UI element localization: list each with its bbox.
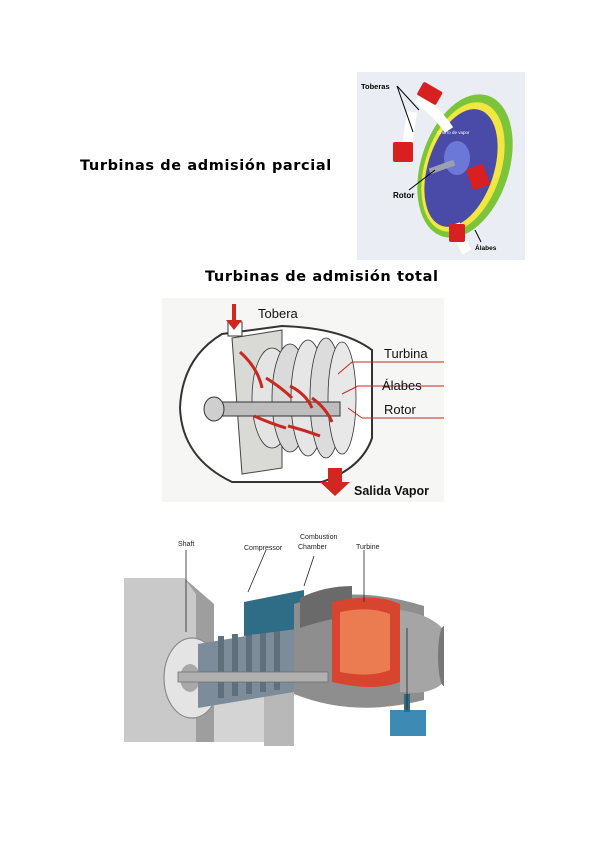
label-nozzle: Tobera	[258, 306, 299, 321]
total-admission-turbine-figure: Tobera Turbina Álabes Rotor Salida Vapor	[162, 298, 444, 502]
label-blades: Álabes	[475, 243, 497, 252]
label-compressor: Compressor	[244, 545, 283, 552]
partial-turbine-diagram: Toberas Chorro de vapor Rotor Álabes	[357, 72, 525, 260]
total-turbine-diagram: Tobera Turbina Álabes Rotor Salida Vapor	[162, 298, 444, 502]
label-rotor: Rotor	[393, 191, 414, 200]
caption-partial-admission: Turbinas de admisión parcial	[80, 158, 332, 174]
caption-total-admission: Turbinas de admisión total	[205, 269, 439, 285]
label-turbine: Turbina	[384, 346, 428, 361]
label-steam-jet: Chorro de vapor	[437, 130, 470, 135]
label-blades: Álabes	[382, 378, 422, 393]
label-turbine: Turbine	[356, 544, 380, 551]
partial-admission-turbine-figure: Toberas Chorro de vapor Rotor Álabes	[357, 72, 525, 260]
label-nozzles: Toberas	[361, 82, 390, 91]
label-steam-out: Salida Vapor	[354, 484, 429, 498]
label-combustion-1: Combustion	[300, 534, 337, 541]
label-rotor: Rotor	[384, 402, 416, 417]
gas-turbine-diagram: Shaft Compressor Combustion Chamber Turb…	[124, 532, 444, 748]
label-shaft: Shaft	[178, 541, 194, 548]
gas-turbine-figure: Shaft Compressor Combustion Chamber Turb…	[124, 532, 444, 748]
label-combustion-2: Chamber	[298, 544, 327, 551]
